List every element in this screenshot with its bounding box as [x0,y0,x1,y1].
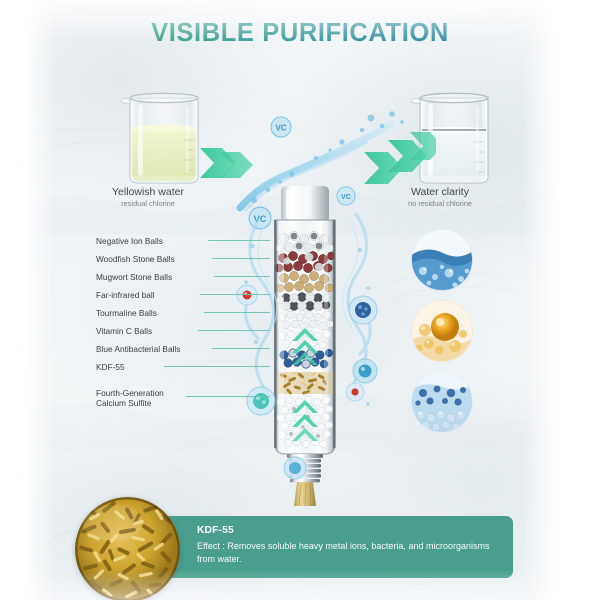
infographic-page: VISIBLE PURIFICATION [0,0,600,600]
page-edge-fade [0,0,600,600]
